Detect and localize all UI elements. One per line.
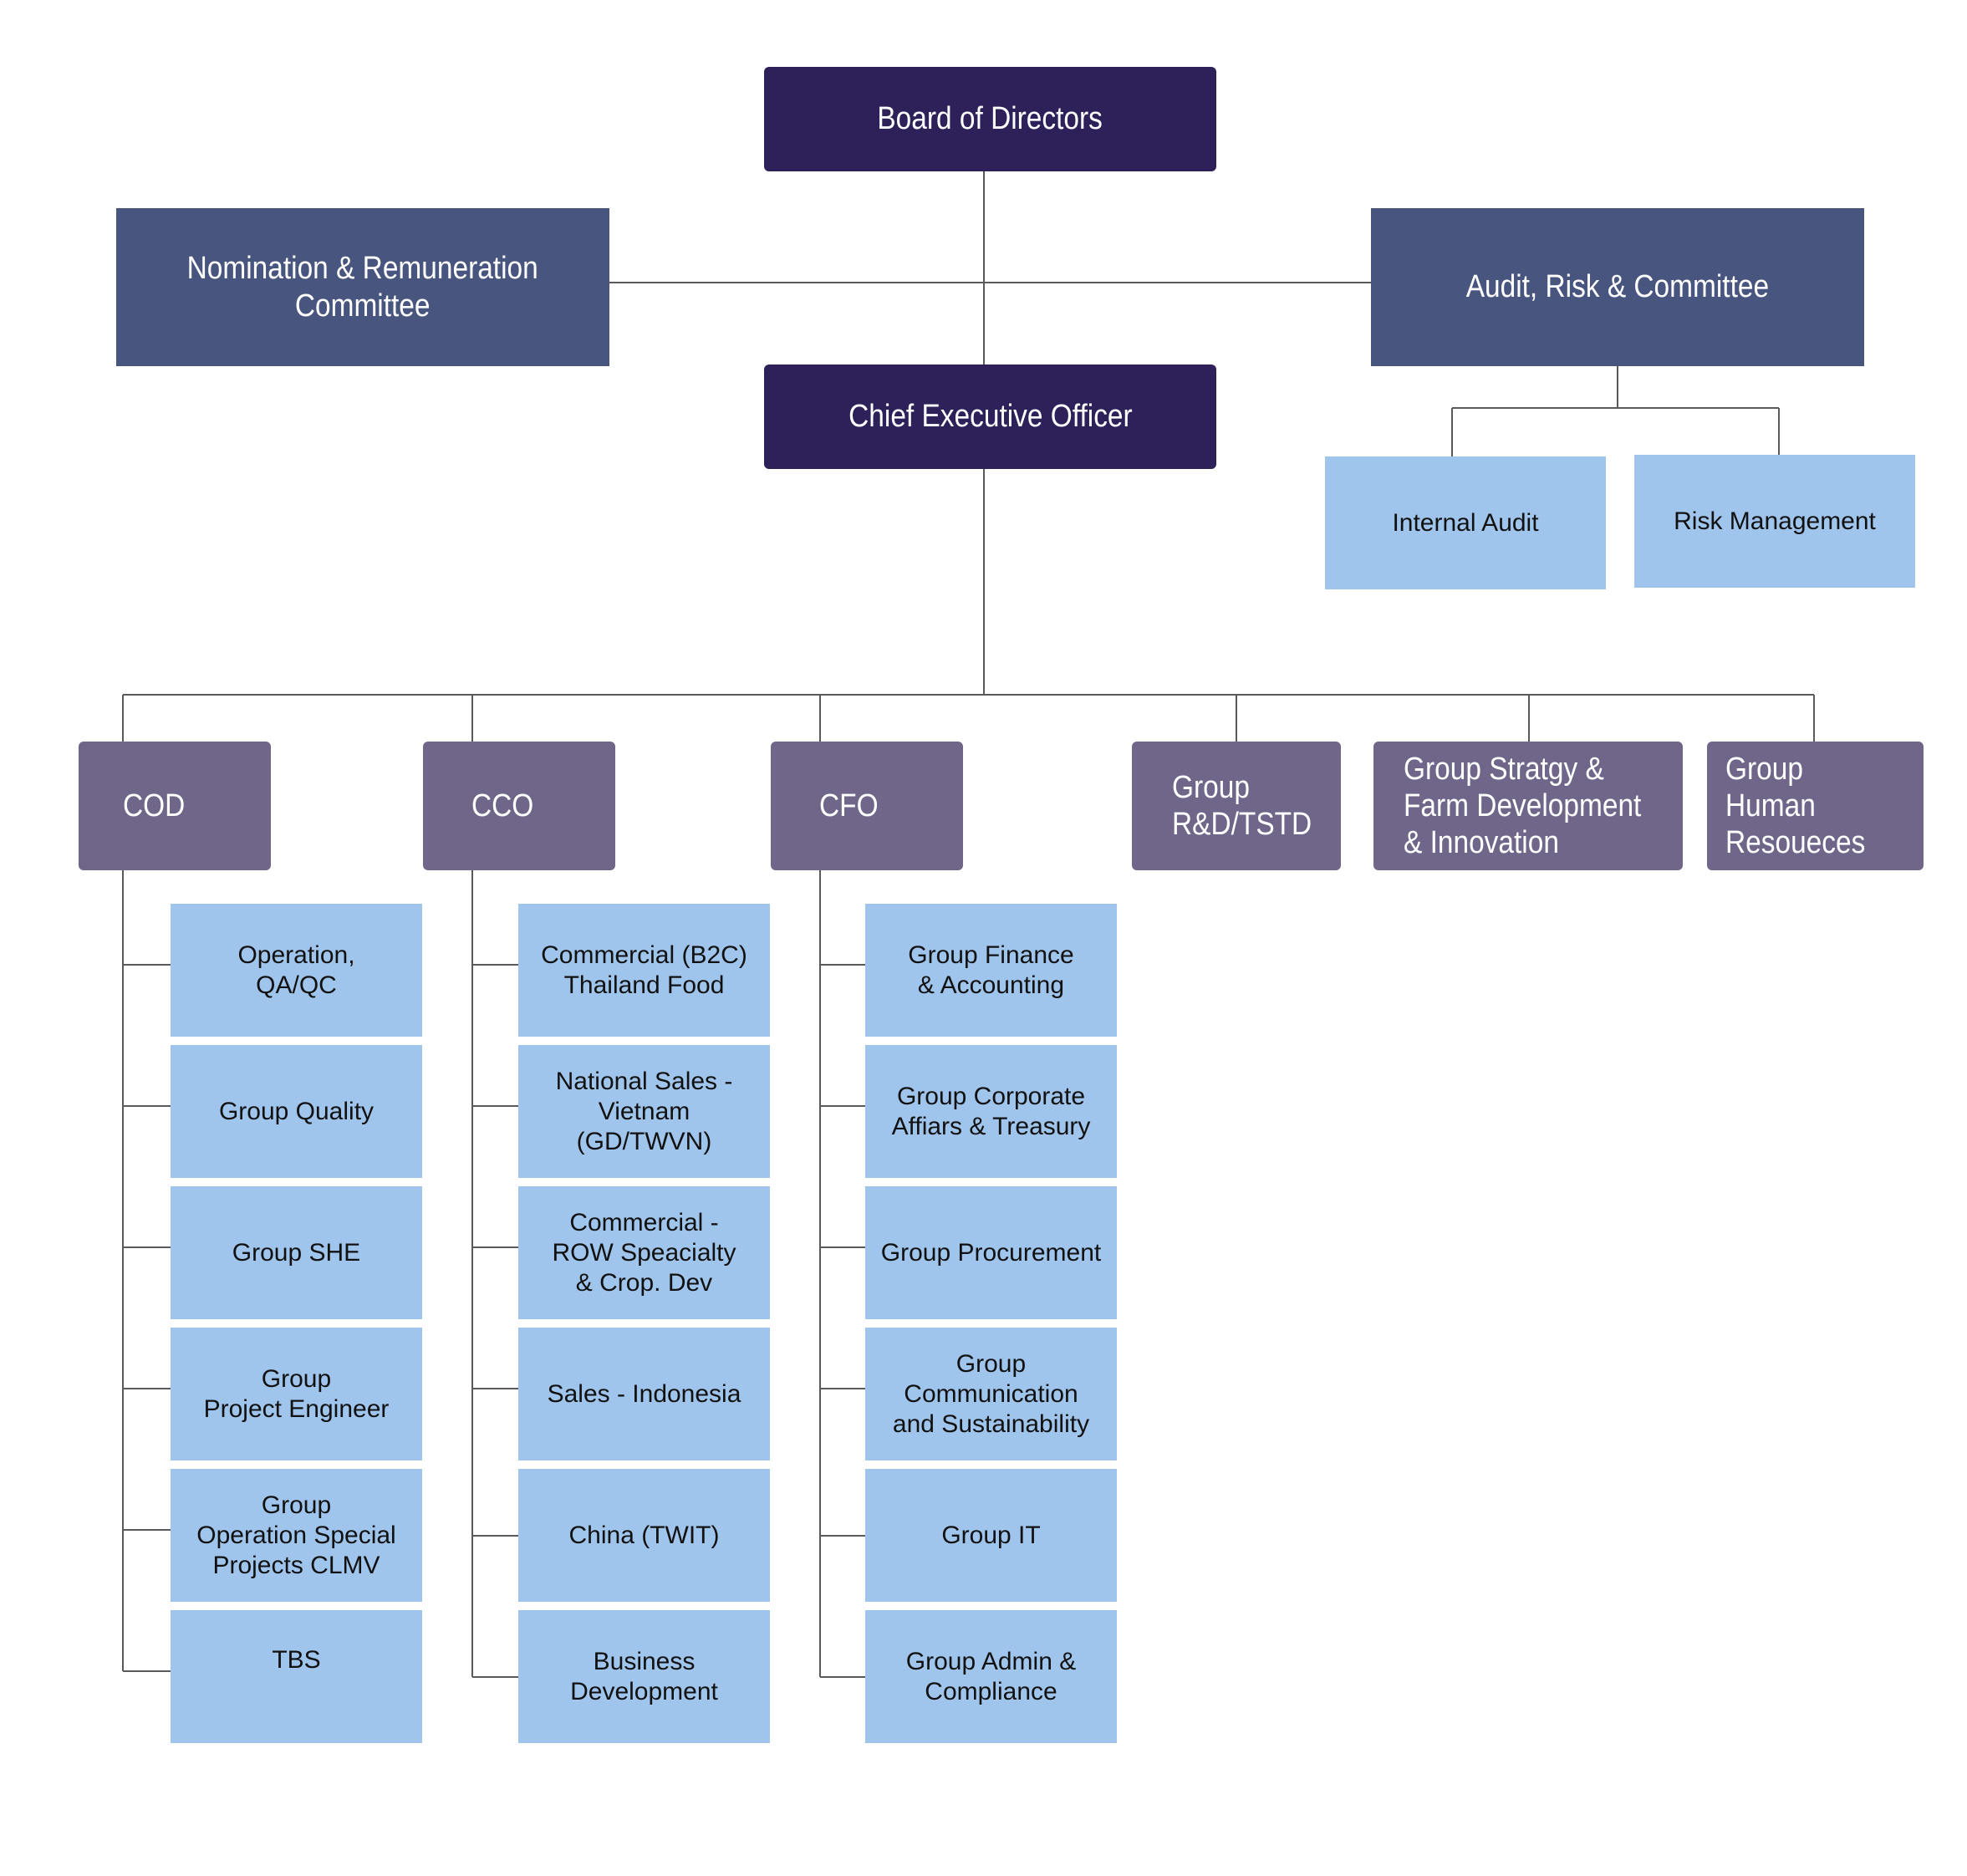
cod-unit-box: TBS — [171, 1610, 422, 1743]
exec-label-cco: CCO — [471, 788, 534, 823]
cfo-unit-label: Group Admin & Compliance — [905, 1647, 1077, 1705]
cco-unit-label: Business Development — [570, 1647, 718, 1705]
cco-unit-box: Sales - Indonesia — [518, 1328, 770, 1461]
cco-unit-box: Commercial - ROW Speacialty & Crop. Dev — [518, 1186, 770, 1319]
risk-management-label: Risk Management — [1674, 507, 1876, 535]
cco-unit-box: Business Development — [518, 1610, 770, 1743]
cco-unit-box: National Sales - Vietnam (GD/TWVN) — [518, 1045, 770, 1178]
audit-committee-box: Audit, Risk & Committee — [1371, 208, 1864, 366]
exec-box-cod: COD — [79, 742, 271, 870]
cod-unit-label: Group Operation Special Projects CLMV — [196, 1491, 396, 1579]
exec-box-group-rnd: Group R&D/TSTD — [1132, 742, 1341, 870]
cfo-unit-box: Group IT — [865, 1469, 1117, 1602]
exec-label-group-hr: Group Human Resoueces — [1725, 752, 1866, 860]
cfo-unit-box: Group Communication and Sustainability — [865, 1328, 1117, 1461]
exec-label-group-rnd: Group R&D/TSTD — [1172, 770, 1312, 842]
board-of-directors-box: Board of Directors — [764, 67, 1216, 171]
cfo-unit-label: Group Finance & Accounting — [908, 941, 1074, 999]
cfo-unit-label: Group Procurement — [880, 1238, 1102, 1267]
exec-label-group-strategy: Group Stratgy & Farm Development & Innov… — [1404, 752, 1642, 860]
exec-box-cfo: CFO — [771, 742, 963, 870]
ceo-label: Chief Executive Officer — [848, 399, 1133, 434]
audit-committee-label: Audit, Risk & Committee — [1465, 269, 1770, 304]
nomination-committee-box: Nomination & Remuneration Committee — [116, 208, 609, 366]
exec-label-cfo: CFO — [819, 788, 879, 823]
cco-unit-label: China (TWIT) — [568, 1521, 720, 1549]
cod-unit-box: Operation, QA/QC — [171, 904, 422, 1037]
cod-unit-label: Operation, QA/QC — [237, 941, 355, 999]
cfo-unit-box: Group Finance & Accounting — [865, 904, 1117, 1037]
cod-unit-label: Group Quality — [218, 1097, 375, 1125]
cod-unit-box: Group SHE — [171, 1186, 422, 1319]
cco-unit-label: Commercial - ROW Speacialty & Crop. Dev — [552, 1208, 736, 1297]
cod-unit-label: Group SHE — [232, 1238, 361, 1267]
cfo-unit-label: Group Corporate Affiars & Treasury — [891, 1082, 1091, 1140]
cco-unit-label: Commercial (B2C) Thailand Food — [541, 941, 747, 999]
cfo-unit-label: Group IT — [941, 1521, 1041, 1549]
cod-unit-label: Group Project Engineer — [203, 1364, 390, 1423]
cco-unit-label: Sales - Indonesia — [547, 1379, 741, 1408]
cod-unit-box: Group Quality — [171, 1045, 422, 1178]
ceo-box: Chief Executive Officer — [764, 364, 1216, 469]
risk-management-box: Risk Management — [1634, 455, 1915, 588]
cfo-unit-box: Group Procurement — [865, 1186, 1117, 1319]
cco-unit-label: National Sales - Vietnam (GD/TWVN) — [555, 1067, 733, 1155]
cod-unit-box: Group Operation Special Projects CLMV — [171, 1469, 422, 1602]
cod-unit-label: TBS — [272, 1646, 321, 1674]
internal-audit-label: Internal Audit — [1392, 508, 1539, 537]
exec-box-cco: CCO — [423, 742, 615, 870]
cfo-unit-label: Group Communication and Sustainability — [892, 1349, 1090, 1438]
cfo-unit-box: Group Corporate Affiars & Treasury — [865, 1045, 1117, 1178]
exec-box-group-strategy: Group Stratgy & Farm Development & Innov… — [1373, 742, 1683, 870]
exec-label-cod: COD — [123, 788, 186, 823]
cod-unit-box: Group Project Engineer — [171, 1328, 422, 1461]
exec-box-group-hr: Group Human Resoueces — [1707, 742, 1924, 870]
board-of-directors-label: Board of Directors — [877, 101, 1103, 136]
cfo-unit-box: Group Admin & Compliance — [865, 1610, 1117, 1743]
nomination-committee-label: Nomination & Remuneration Committee — [186, 250, 539, 324]
cco-unit-box: China (TWIT) — [518, 1469, 770, 1602]
cco-unit-box: Commercial (B2C) Thailand Food — [518, 904, 770, 1037]
internal-audit-box: Internal Audit — [1325, 456, 1606, 589]
